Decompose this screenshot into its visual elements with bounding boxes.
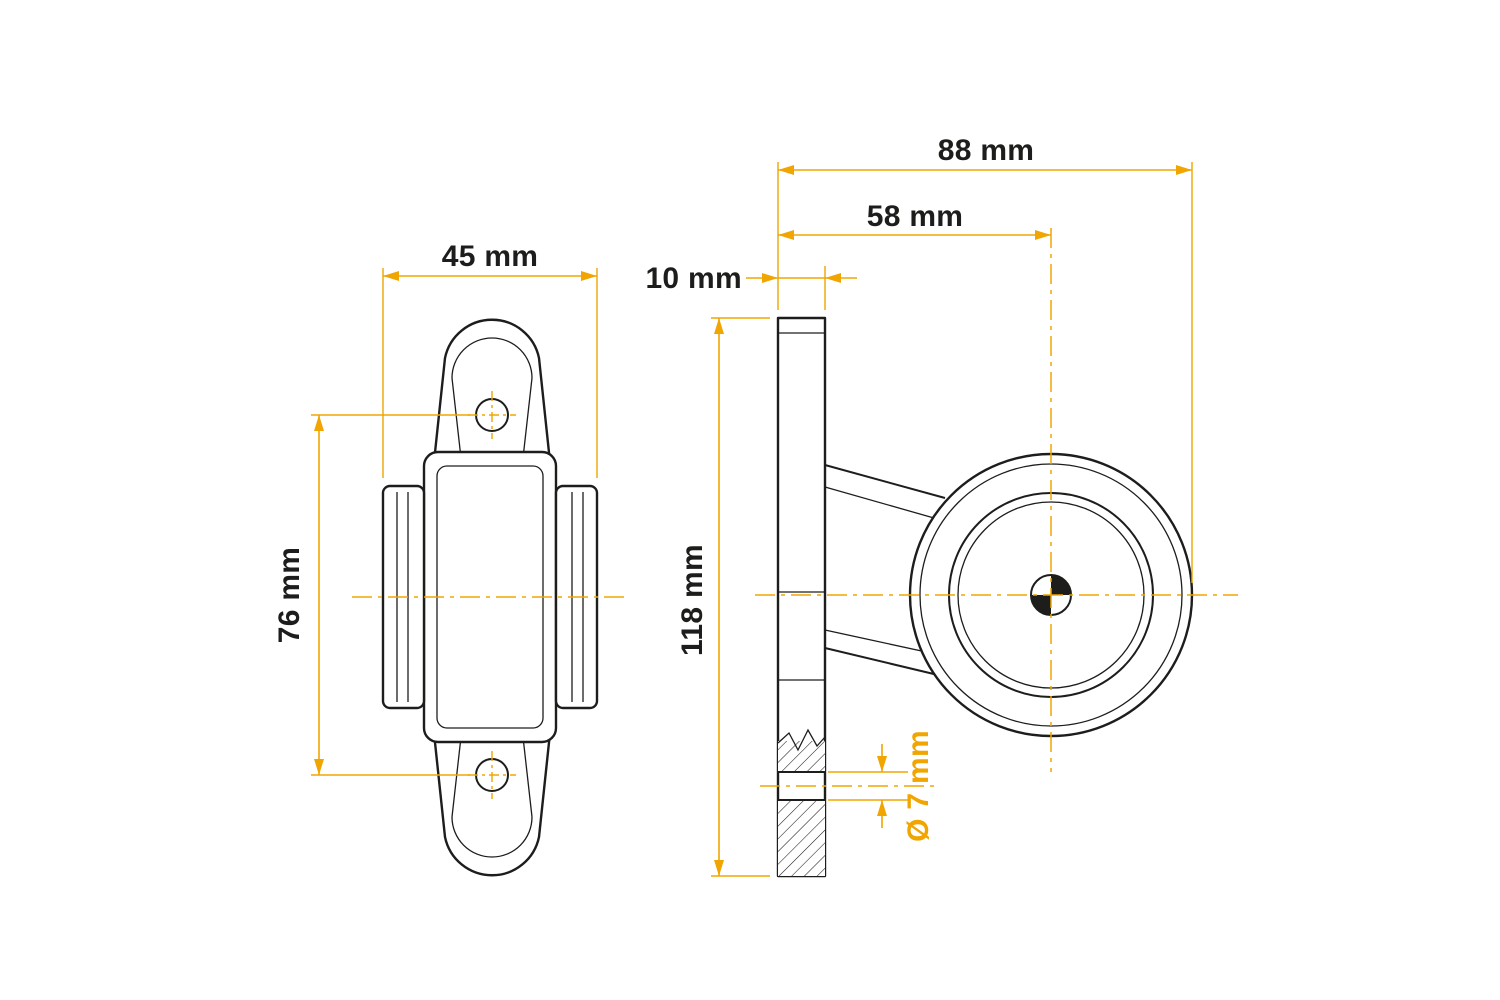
dimension-lamp-center-offset: 58 mm — [778, 200, 1051, 240]
side-view: 88 mm 58 mm 10 mm 118 mm Ø 7 — [645, 134, 1238, 878]
mounting-bracket — [432, 318, 552, 877]
section-hatch-lower — [778, 800, 825, 876]
dimension-label-base-height: 118 mm — [676, 544, 709, 656]
dimension-hole-diameter: Ø 7 mm — [828, 730, 935, 842]
screw-hole-top — [468, 391, 516, 439]
dimension-base-height: 118 mm — [676, 317, 770, 877]
front-view: 45 mm 76 mm — [273, 240, 628, 877]
dimension-hole-spacing: 76 mm — [273, 414, 470, 776]
break-line — [777, 728, 826, 752]
lamp-arm — [824, 464, 949, 676]
dimension-label-bracket-width: 45 mm — [442, 240, 539, 273]
screw-hole-bottom — [468, 751, 516, 799]
bracket-bottom-tab-inner — [451, 816, 533, 858]
dimension-overall-depth: 88 mm — [777, 134, 1193, 583]
dimension-label-lamp-center-offset: 58 mm — [867, 200, 964, 233]
base-plate-outline — [776, 316, 827, 878]
dimension-label-hole-diameter: Ø 7 mm — [902, 730, 935, 842]
bracket-top-tab-inner — [451, 337, 533, 379]
dimension-label-base-thickness: 10 mm — [645, 262, 742, 295]
bracket-bottom-tab — [432, 731, 552, 877]
dimension-label-overall-depth: 88 mm — [938, 134, 1035, 167]
dimension-bracket-width: 45 mm — [382, 240, 598, 478]
dimension-base-thickness: 10 mm — [645, 262, 857, 310]
mounting-base-side — [776, 316, 827, 878]
dimension-label-hole-spacing: 76 mm — [273, 547, 306, 644]
bracket-top-tab — [432, 318, 552, 464]
